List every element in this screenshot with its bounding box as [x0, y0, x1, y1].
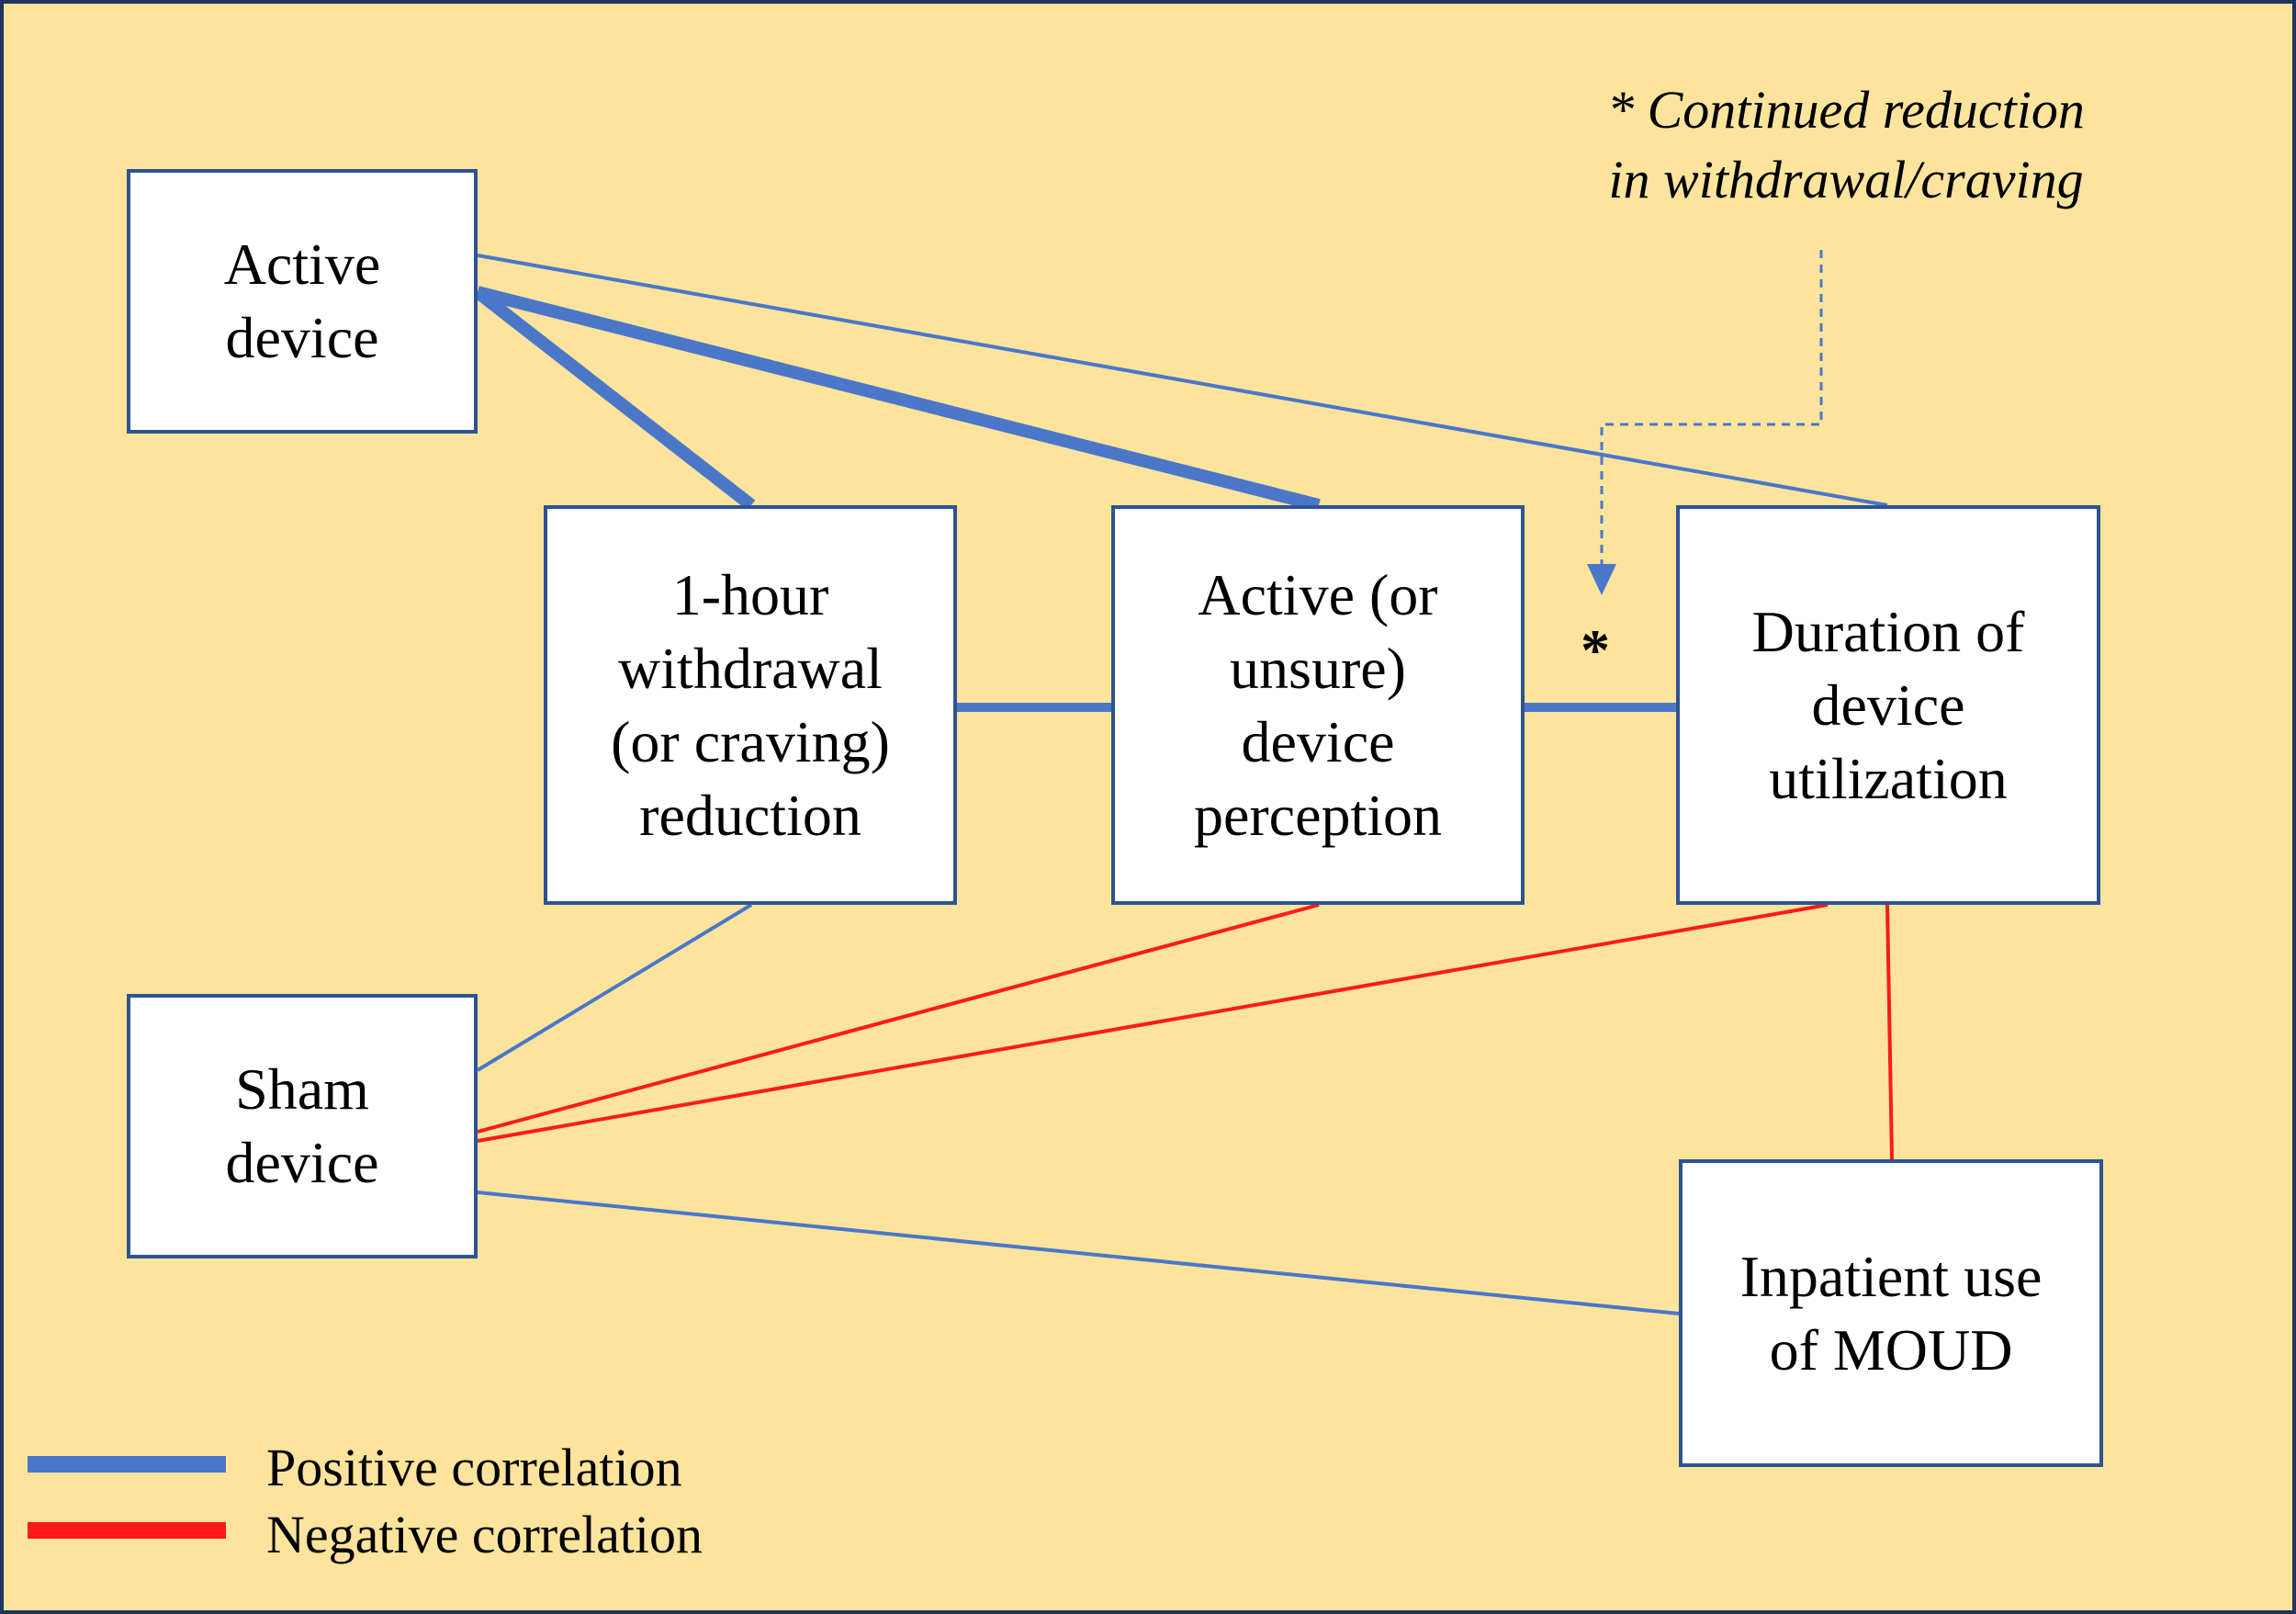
edge-perception-sham_device [477, 903, 1320, 1134]
annotation-marker: * [1581, 617, 1610, 683]
legend-negative-swatch [28, 1522, 226, 1539]
edge-sham_device-moud [477, 1191, 1680, 1315]
node-active-device: Active device [127, 169, 478, 434]
node-sham-device: Sham device [127, 994, 478, 1258]
annotation-arrowhead [1587, 564, 1616, 595]
annotation-callout-line [1600, 250, 1823, 568]
edge-active_device-perception [476, 286, 1321, 512]
node-sham-device-label: Sham device [225, 1056, 379, 1195]
node-withdrawal-reduction-label: 1-hour withdrawal (or craving) reduction [611, 561, 890, 848]
annotation-note: * Continued reduction in withdrawal/crav… [1607, 80, 2085, 209]
legend-positive-swatch [28, 1456, 226, 1473]
node-inpatient-moud-label: Inpatient use of MOUD [1739, 1243, 2043, 1383]
edge-duration-sham_device [477, 903, 1829, 1143]
node-device-perception: Active (or unsure) device perception [1111, 505, 1525, 905]
node-device-perception-label: Active (or unsure) device perception [1193, 561, 1443, 848]
node-withdrawal-reduction: 1-hour withdrawal (or craving) reduction [544, 505, 957, 905]
edge-duration-moud [1885, 904, 1894, 1160]
legend-negative-label: Negative correlation [266, 1505, 703, 1564]
edge-active_device-withdrawal [473, 287, 756, 511]
node-duration-utilization-label: Duration of device utilization [1751, 598, 2025, 811]
node-active-device-label: Active device [223, 231, 381, 370]
edge-active_device-duration [477, 254, 1888, 507]
node-inpatient-moud: Inpatient use of MOUD [1679, 1159, 2103, 1467]
node-duration-utilization: Duration of device utilization [1676, 505, 2100, 905]
edge-withdrawal-sham_device [476, 903, 753, 1072]
legend-positive-label: Positive correlation [266, 1438, 682, 1497]
